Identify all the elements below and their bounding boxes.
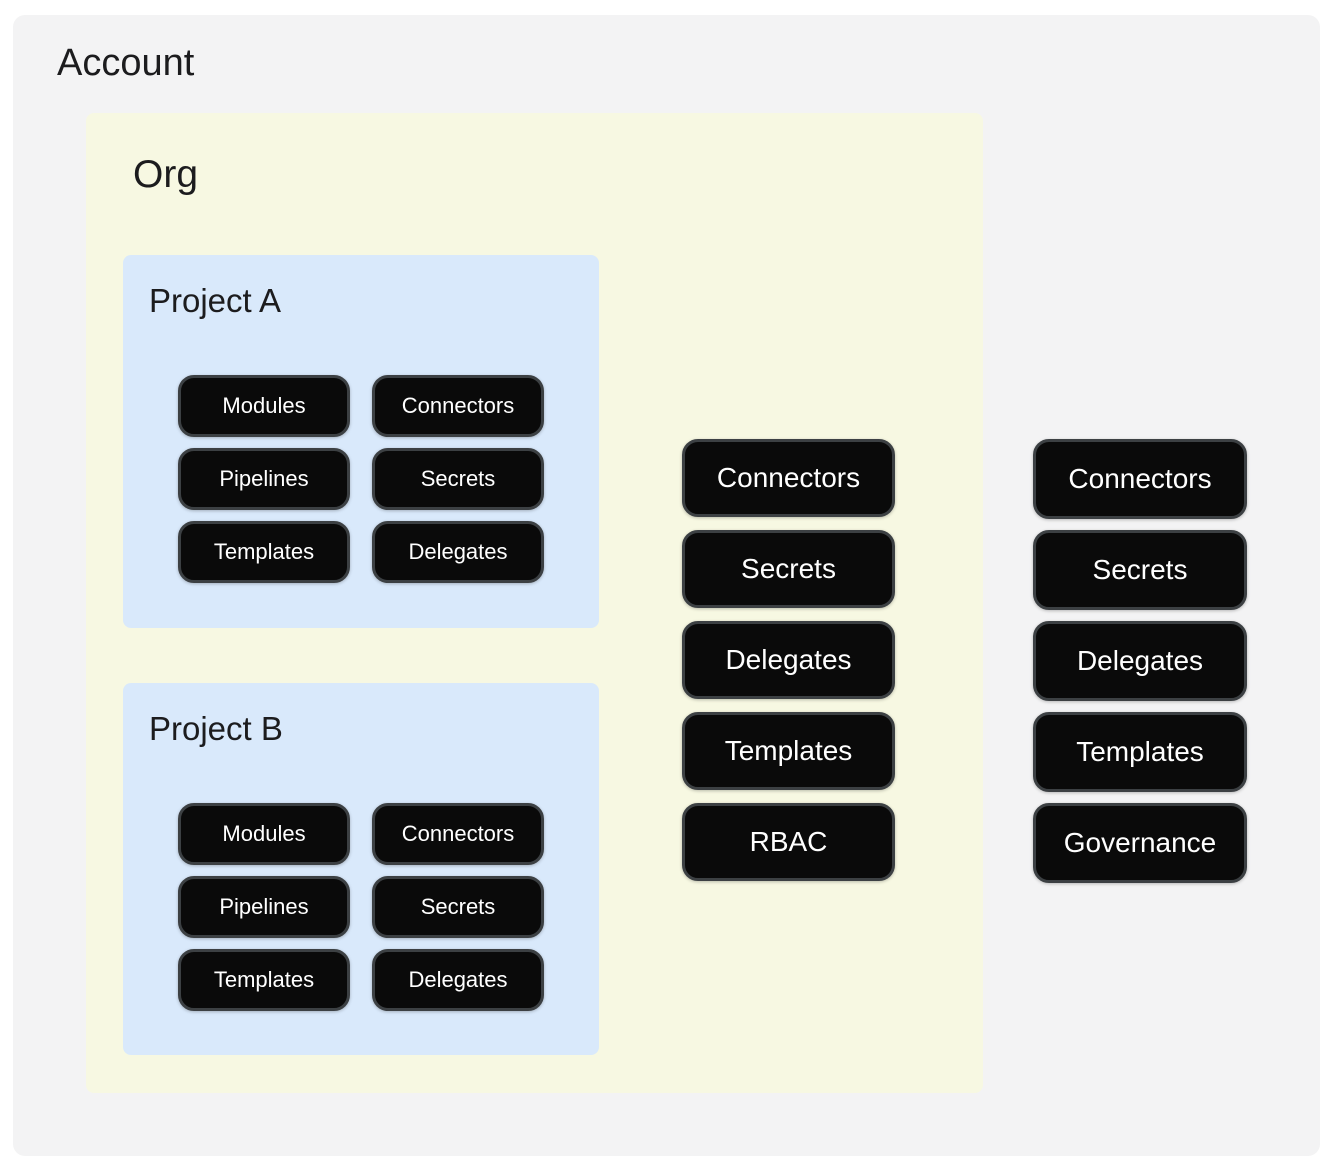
- account-title: Account: [57, 42, 195, 84]
- project-b-pill-grid: Modules Connectors Pipelines Secrets Tem…: [178, 803, 544, 1011]
- org-pill-column: Connectors Secrets Delegates Templates R…: [682, 439, 895, 881]
- project-a-pill-pipelines: Pipelines: [178, 448, 350, 510]
- project-b-pill-modules: Modules: [178, 803, 350, 865]
- org-pill-delegates: Delegates: [682, 621, 895, 699]
- project-a-pill-delegates: Delegates: [372, 521, 544, 583]
- project-a-container: Project A Modules Connectors Pipelines S…: [123, 255, 599, 628]
- project-b-pill-connectors: Connectors: [372, 803, 544, 865]
- project-b-pill-pipelines: Pipelines: [178, 876, 350, 938]
- project-a-pill-modules: Modules: [178, 375, 350, 437]
- project-b-pill-templates: Templates: [178, 949, 350, 1011]
- account-pill-governance: Governance: [1033, 803, 1247, 883]
- project-b-pill-secrets: Secrets: [372, 876, 544, 938]
- org-pill-connectors: Connectors: [682, 439, 895, 517]
- org-pill-templates: Templates: [682, 712, 895, 790]
- account-pill-templates: Templates: [1033, 712, 1247, 792]
- project-a-pill-connectors: Connectors: [372, 375, 544, 437]
- account-pill-column: Connectors Secrets Delegates Templates G…: [1033, 439, 1247, 883]
- project-b-pill-delegates: Delegates: [372, 949, 544, 1011]
- org-pill-secrets: Secrets: [682, 530, 895, 608]
- account-pill-secrets: Secrets: [1033, 530, 1247, 610]
- project-a-pill-grid: Modules Connectors Pipelines Secrets Tem…: [178, 375, 544, 583]
- project-b-title: Project B: [149, 710, 283, 747]
- org-pill-rbac: RBAC: [682, 803, 895, 881]
- org-container: Org Project A Modules Connectors Pipelin…: [86, 113, 983, 1093]
- org-title: Org: [133, 153, 199, 196]
- project-b-container: Project B Modules Connectors Pipelines S…: [123, 683, 599, 1055]
- project-a-title: Project A: [149, 282, 282, 319]
- account-container: Account Org Project A Modules Connectors…: [13, 15, 1320, 1156]
- account-pill-connectors: Connectors: [1033, 439, 1247, 519]
- account-pill-delegates: Delegates: [1033, 621, 1247, 701]
- project-a-pill-secrets: Secrets: [372, 448, 544, 510]
- project-a-pill-templates: Templates: [178, 521, 350, 583]
